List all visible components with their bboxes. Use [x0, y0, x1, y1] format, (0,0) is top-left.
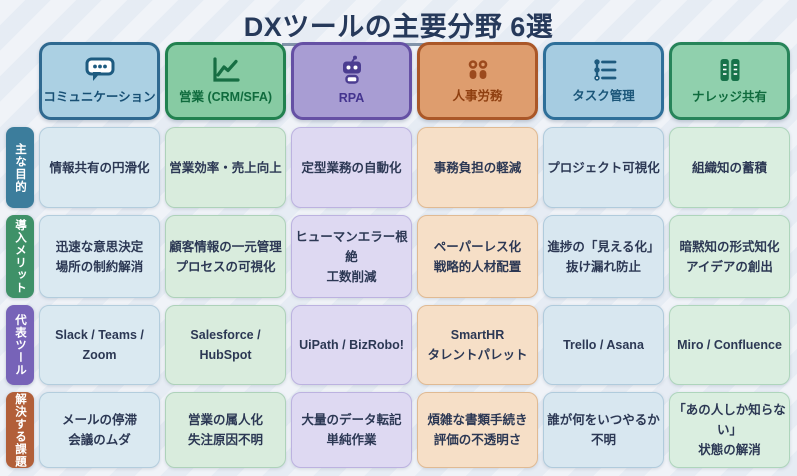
- column-header-label: 営業 (CRM/SFA): [178, 90, 273, 105]
- grid-corner: [6, 42, 34, 120]
- cell-main-purpose-rpa: 定型業務の自動化: [291, 127, 412, 208]
- cell-representative-tools-knowledge-sharing: Miro / Confluence: [669, 305, 790, 385]
- column-header-sales-crm-sfa: 営業 (CRM/SFA): [165, 42, 286, 120]
- cell-representative-tools-rpa: UiPath / BizRobo!: [291, 305, 412, 385]
- open-book-icon: [717, 56, 743, 84]
- cell-main-purpose-task-management: プロジェクト可視化: [543, 127, 664, 208]
- task-list-icon: [589, 57, 619, 83]
- title-prefix: DX: [243, 12, 283, 42]
- matrix-grid: コミュニケーション 営業 (CRM/SFA) RPA 人事労務 タスク管理 ナレ…: [0, 42, 797, 468]
- row-label-problems-solved: 解決する課題: [6, 392, 34, 468]
- cell-representative-tools-communication: Slack / Teams / Zoom: [39, 305, 160, 385]
- cell-representative-tools-task-management: Trello / Asana: [543, 305, 664, 385]
- line-chart-icon: [211, 56, 241, 84]
- cell-problems-solved-task-management: 誰が何をいつやるか 不明: [543, 392, 664, 468]
- cell-adoption-merits-task-management: 進捗の「見える化」 抜け漏れ防止: [543, 215, 664, 298]
- cell-adoption-merits-sales-crm-sfa: 顧客情報の一元管理 プロセスの可視化: [165, 215, 286, 298]
- robot-icon: [337, 55, 367, 85]
- row-label-adoption-merits: 導入メリット: [6, 215, 34, 298]
- title-suffix: 6選: [502, 12, 554, 42]
- cell-representative-tools-sales-crm-sfa: Salesforce / HubSpot: [165, 305, 286, 385]
- cell-main-purpose-sales-crm-sfa: 営業効率・売上向上: [165, 127, 286, 208]
- cell-problems-solved-knowledge-sharing: 「あの人しか知らない」 状態の解消: [669, 392, 790, 468]
- cell-main-purpose-communication: 情報共有の円滑化: [39, 127, 160, 208]
- cell-problems-solved-sales-crm-sfa: 営業の属人化 失注原因不明: [165, 392, 286, 468]
- cell-adoption-merits-hr-labor: ペーパーレス化 戦略的人材配置: [417, 215, 538, 298]
- column-header-label: タスク管理: [572, 89, 635, 104]
- cell-representative-tools-hr-labor: SmartHR タレントパレット: [417, 305, 538, 385]
- row-label-representative-tools: 代表ツール: [6, 305, 34, 385]
- column-header-label: ナレッジ共有: [691, 90, 767, 105]
- cell-problems-solved-hr-labor: 煩雑な書類手続き 評価の不透明さ: [417, 392, 538, 468]
- cell-main-purpose-knowledge-sharing: 組織知の蓄積: [669, 127, 790, 208]
- cell-problems-solved-communication: メールの停滞 会議のムダ: [39, 392, 160, 468]
- column-header-label: 人事労務: [452, 89, 503, 104]
- cell-adoption-merits-knowledge-sharing: 暗黙知の形式知化 アイデアの創出: [669, 215, 790, 298]
- page-title: DXツールの主要分野 6選: [0, 0, 797, 46]
- title-underlined: ツールの主要分野: [282, 12, 503, 46]
- column-header-task-management: タスク管理: [543, 42, 664, 120]
- people-icon: [464, 57, 492, 83]
- chat-bubble-icon: [84, 56, 116, 84]
- column-header-communication: コミュニケーション: [39, 42, 160, 120]
- cell-problems-solved-rpa: 大量のデータ転記 単純作業: [291, 392, 412, 468]
- column-header-label: RPA: [338, 91, 365, 106]
- column-header-rpa: RPA: [291, 42, 412, 120]
- column-header-knowledge-sharing: ナレッジ共有: [669, 42, 790, 120]
- column-header-hr-labor: 人事労務: [417, 42, 538, 120]
- cell-adoption-merits-rpa: ヒューマンエラー根絶 工数削減: [291, 215, 412, 298]
- column-header-label: コミュニケーション: [43, 90, 156, 105]
- cell-adoption-merits-communication: 迅速な意思決定 場所の制約解消: [39, 215, 160, 298]
- cell-main-purpose-hr-labor: 事務負担の軽減: [417, 127, 538, 208]
- row-label-main-purpose: 主な目的: [6, 127, 34, 208]
